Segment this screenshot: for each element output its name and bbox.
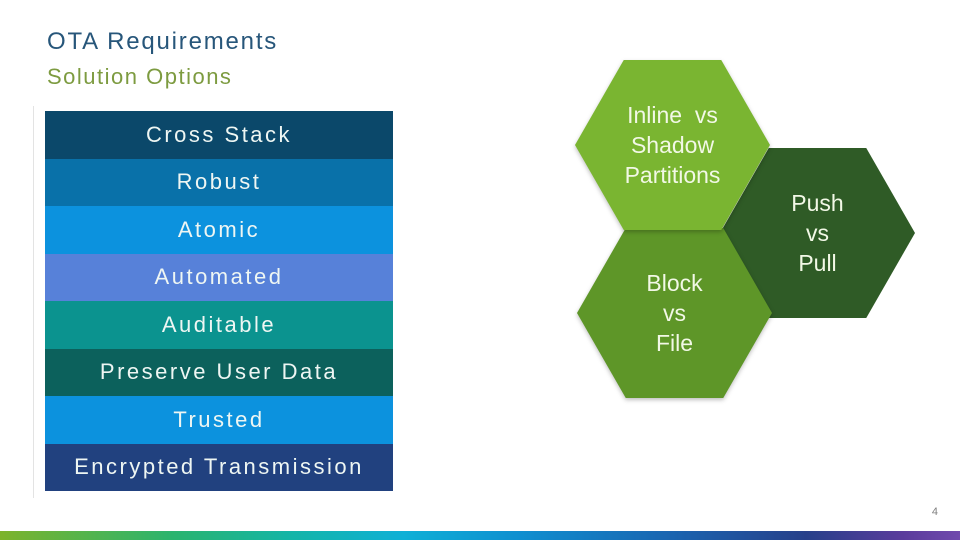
slide-title: OTA Requirements bbox=[47, 28, 279, 55]
hexagon-shape: Block vs File bbox=[577, 228, 772, 398]
hexagon-label-line: Shadow bbox=[630, 132, 715, 158]
hexagon-block-vs-file: Block vs File bbox=[577, 228, 772, 398]
page-number: 4 bbox=[931, 506, 938, 518]
placeholder-edge-line bbox=[33, 106, 34, 498]
footer-gradient-bar bbox=[0, 531, 960, 540]
hexagon-label-line: vs bbox=[806, 220, 829, 246]
hexagon-label-line: Push bbox=[791, 190, 844, 216]
requirement-bar: Trusted bbox=[45, 396, 393, 444]
hexagon-label-line: Pull bbox=[798, 250, 837, 276]
hexagon-label-line: Inline vs bbox=[627, 102, 718, 128]
hexagon-label-line: File bbox=[655, 330, 694, 356]
requirement-label: Automated bbox=[154, 264, 284, 290]
requirement-bar: Automated bbox=[45, 253, 393, 301]
requirement-bar: Robust bbox=[45, 158, 393, 206]
requirement-bar: Atomic bbox=[45, 206, 393, 254]
requirement-label: Cross Stack bbox=[145, 121, 293, 147]
requirement-label: Atomic bbox=[177, 216, 261, 242]
requirement-label: Auditable bbox=[161, 311, 277, 337]
hexagon-label-line: vs bbox=[663, 300, 686, 326]
requirement-label: Trusted bbox=[173, 406, 265, 432]
requirement-bar: Auditable bbox=[45, 301, 393, 349]
requirement-label: Preserve User Data bbox=[99, 359, 339, 385]
requirement-bar: Encrypted Transmission bbox=[45, 443, 393, 491]
requirement-label: Encrypted Transmission bbox=[74, 454, 364, 480]
hexagon-shape: Inline vs Shadow Partitions bbox=[575, 60, 770, 230]
hexagon-inline-vs-shadow-partitions: Inline vs Shadow Partitions bbox=[575, 60, 770, 230]
requirement-bar: Cross Stack bbox=[45, 111, 393, 159]
hexagon-label-line: Partitions bbox=[624, 162, 721, 188]
requirement-label: Robust bbox=[176, 169, 262, 195]
slide-subtitle: Solution Options bbox=[47, 64, 233, 89]
hexagon-label-line: Block bbox=[646, 270, 703, 296]
requirement-bar: Preserve User Data bbox=[45, 348, 393, 396]
